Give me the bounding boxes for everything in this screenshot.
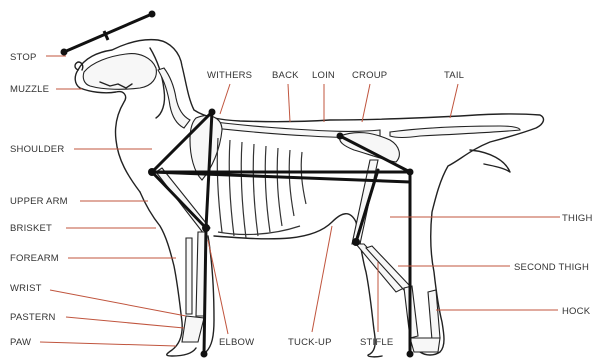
- foreleg-vertical-line: [204, 228, 206, 354]
- shoulder-joint: [148, 168, 156, 176]
- label-back: BACK: [272, 70, 299, 81]
- leader-tuck-up: [312, 226, 332, 332]
- leader-pastern: [66, 317, 184, 328]
- withers-joint: [209, 109, 216, 116]
- label-second-thigh: SECOND THIGH: [514, 262, 589, 273]
- label-loin: LOIN: [312, 70, 335, 81]
- elbow-joint: [202, 224, 210, 232]
- label-wrist: WRIST: [10, 283, 42, 294]
- front-foot-dot: [201, 351, 208, 358]
- head-angle-line: [64, 14, 152, 52]
- leader-paw: [40, 342, 176, 346]
- leader-back: [288, 84, 290, 122]
- leader-withers: [220, 84, 230, 114]
- leader-croup: [362, 84, 370, 122]
- stifle-joint: [352, 238, 360, 246]
- label-stop: STOP: [10, 52, 37, 63]
- label-pastern: PASTERN: [10, 312, 56, 323]
- upper-arm-line: [152, 172, 206, 228]
- rear-foot-dot: [407, 351, 414, 358]
- label-tuck-up: TUCK-UP: [288, 337, 332, 348]
- label-paw: PAW: [10, 337, 31, 348]
- label-stifle: STIFLE: [360, 337, 393, 348]
- leader-wrist: [50, 290, 186, 316]
- croup-joint: [337, 133, 344, 140]
- head-line-end-dot: [61, 49, 68, 56]
- head-line-start-dot: [149, 11, 156, 18]
- leader-tail: [450, 84, 458, 118]
- label-croup: CROUP: [352, 70, 387, 81]
- label-withers: WITHERS: [207, 70, 252, 81]
- labels: STOP MUZZLE SHOULDER UPPER ARM BRISKET F…: [10, 52, 593, 348]
- label-brisket: BRISKET: [10, 223, 52, 234]
- label-shoulder: SHOULDER: [10, 144, 64, 155]
- label-elbow: ELBOW: [219, 337, 254, 348]
- label-thigh: THIGH: [562, 213, 593, 224]
- hip-joint: [407, 169, 414, 176]
- label-muzzle: MUZZLE: [10, 84, 49, 95]
- leader-elbow: [208, 240, 228, 334]
- label-forearm: FOREARM: [10, 253, 59, 264]
- leader-lines: [40, 56, 560, 346]
- label-hock: HOCK: [562, 306, 591, 317]
- label-tail: TAIL: [444, 70, 464, 81]
- label-upper-arm: UPPER ARM: [10, 196, 68, 207]
